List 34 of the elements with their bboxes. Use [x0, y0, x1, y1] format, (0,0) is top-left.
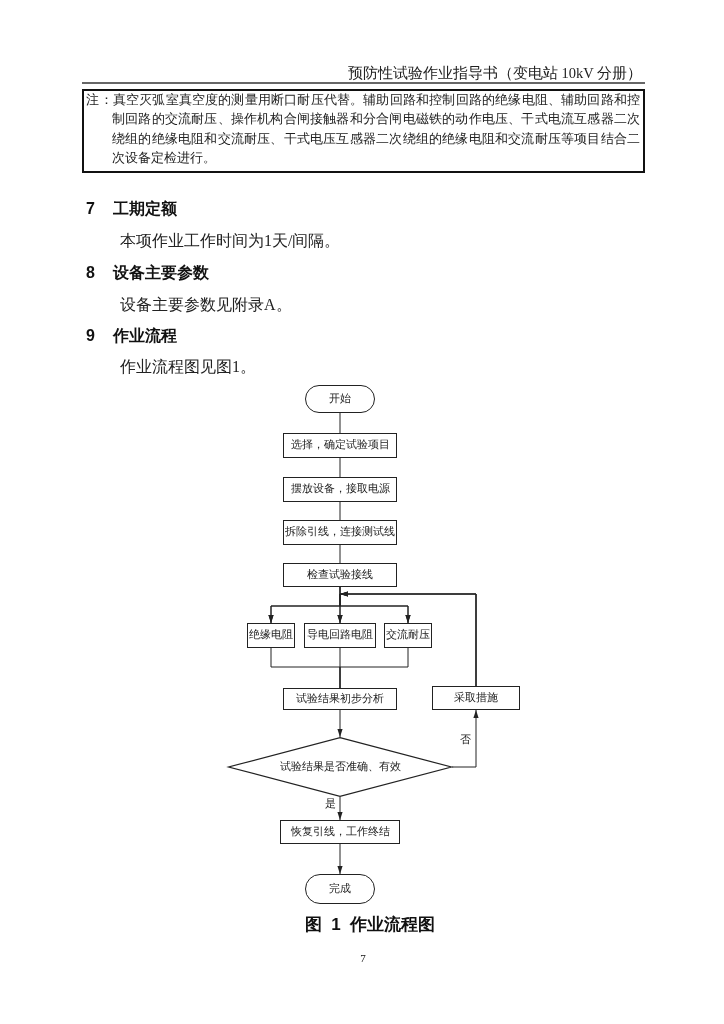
process-box: 检查试验接线	[283, 563, 397, 587]
connector-line	[339, 457, 341, 478]
process-box: 绝缘电阻	[247, 623, 295, 648]
process-box: 选择，确定试验项目	[283, 433, 397, 458]
paragraph: 作业流程图见图1。	[120, 357, 256, 377]
edge-label: 是	[324, 798, 337, 810]
running-header: 预防性试验作业指导书（变电站 10kV 分册）	[346, 64, 642, 83]
arrow	[451, 709, 479, 768]
connector-line	[339, 647, 409, 689]
page-number: 7	[359, 951, 367, 966]
arrow	[337, 709, 343, 738]
decision-diamond: 试验结果是否准确、有效	[228, 737, 452, 797]
process-box: 摆放设备，接取电源	[283, 477, 397, 502]
paragraph: 设备主要参数见附录A。	[120, 295, 292, 315]
process-box: 采取措施	[432, 686, 520, 710]
edge-label: 否	[459, 734, 472, 746]
process-box: 恢复引线，工作终结	[280, 820, 400, 844]
figure-caption: 图 1 作业流程图	[303, 915, 437, 935]
process-box: 试验结果初步分析	[283, 688, 397, 710]
terminal-shape: 完成	[305, 874, 375, 904]
arrow	[337, 843, 343, 875]
note-box: 注：真空灭弧室真空度的测量用断口耐压代替。辅助回路和控制回路的绝缘电阻、辅助回路和控制回路的交流耐压、操作机构合闸接触器和分合闸电磁铁的动作电压、干式电流互感器二次绕组的绝缘电阻和交流耐压、干式电压互感器二次绕组的绝缘电阻和交流耐压等项目结合二次设备定检进行。	[82, 89, 645, 173]
section-heading: 7 工期定额	[86, 199, 178, 219]
process-box: 交流耐压	[384, 623, 432, 648]
process-box: 拆除引线，连接测试线	[283, 520, 397, 545]
paragraph: 本项作业工作时间为1天/间隔。	[120, 231, 341, 251]
section-heading: 9 作业流程	[86, 326, 178, 346]
connector-line	[339, 412, 341, 434]
arrow	[337, 796, 343, 821]
section-heading: 8 设备主要参数	[86, 263, 210, 283]
connector-line	[339, 501, 341, 521]
process-box: 导电回路电阻	[304, 623, 376, 648]
terminal-shape: 开始	[305, 385, 375, 413]
connector-line	[339, 544, 341, 564]
